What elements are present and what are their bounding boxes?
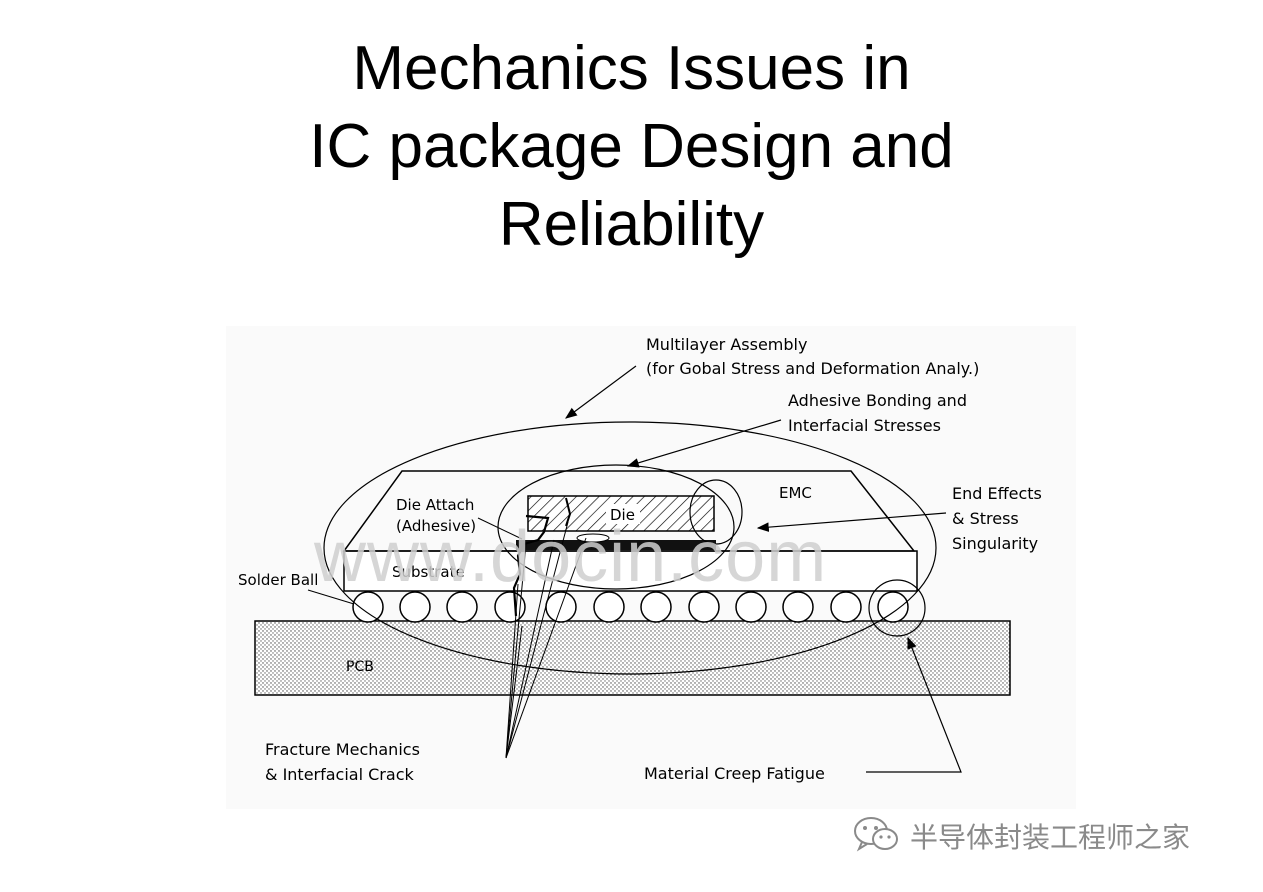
solder-ball	[446, 591, 478, 623]
end-effects-label-2: & Stress	[952, 509, 1019, 528]
fracture-pointers	[505, 521, 587, 759]
multilayer-arrow	[565, 365, 637, 419]
solder-ball	[830, 591, 862, 623]
pcb-label: PCB	[346, 659, 374, 675]
package-diagram-figure: PCB Substrate EMC Die	[226, 326, 1076, 809]
adhesive-arrow	[626, 419, 782, 468]
solder-ball	[688, 591, 720, 623]
wechat-icon	[852, 814, 900, 859]
multilayer-label-2: (for Gobal Stress and Deformation Analy.…	[646, 359, 979, 378]
die-attach-layer	[516, 540, 716, 550]
substrate-label: Substrate	[392, 563, 465, 581]
package-diagram: PCB Substrate EMC Die	[238, 335, 1042, 784]
solder-ball-label: Solder Ball	[238, 571, 318, 589]
die-label-bg	[606, 504, 640, 524]
fracture-label-2: & Interfacial Crack	[265, 765, 414, 784]
creep-label: Material Creep Fatigue	[644, 764, 825, 783]
die-attach-label-1: Die Attach	[396, 496, 474, 514]
brand-footer: 半导体封装工程师之家	[852, 814, 1190, 858]
solder-ball	[640, 591, 672, 623]
solder-ball	[782, 591, 814, 623]
multilayer-label-1: Multilayer Assembly	[646, 335, 807, 354]
solder-ball	[494, 591, 526, 623]
adhesive-label-1: Adhesive Bonding and	[788, 391, 967, 410]
solder-ball	[399, 591, 431, 623]
fracture-label-1: Fracture Mechanics	[265, 740, 420, 759]
title-line-3: Reliability	[498, 190, 765, 259]
global-assembly-ellipse	[323, 421, 937, 675]
solder-ball	[593, 591, 625, 623]
creep-fatigue-circle	[868, 579, 926, 637]
solder-ball-pointer	[307, 589, 355, 605]
emc-label: EMC	[779, 484, 812, 502]
die-attach-pointer	[477, 517, 523, 540]
end-effect-circle	[689, 479, 743, 545]
brand-text: 半导体封装工程师之家	[910, 821, 1191, 854]
creep-arrow	[866, 636, 962, 773]
solder-ball	[352, 591, 384, 623]
title-line-2: IC package Design and	[309, 112, 954, 181]
pcb-board	[254, 620, 1011, 696]
crack-line	[512, 514, 550, 617]
watermark-text: www.docin.com	[314, 517, 828, 597]
die-label: Die	[610, 506, 635, 524]
crack-branch	[565, 497, 572, 527]
emc-mold	[342, 470, 916, 552]
title-line-1: Mechanics Issues in	[352, 34, 911, 103]
end-effects-label-1: End Effects	[952, 484, 1042, 503]
adhesive-label-2: Interfacial Stresses	[788, 416, 941, 435]
end-effects-label-3: Singularity	[952, 534, 1038, 553]
substrate	[343, 550, 918, 592]
solder-ball	[877, 591, 909, 623]
end-effects-arrow	[756, 512, 947, 532]
die-attach-label-2: (Adhesive)	[396, 517, 476, 535]
slide-title: Mechanics Issues in IC package Design an…	[0, 30, 1263, 264]
solder-ball	[735, 591, 767, 623]
